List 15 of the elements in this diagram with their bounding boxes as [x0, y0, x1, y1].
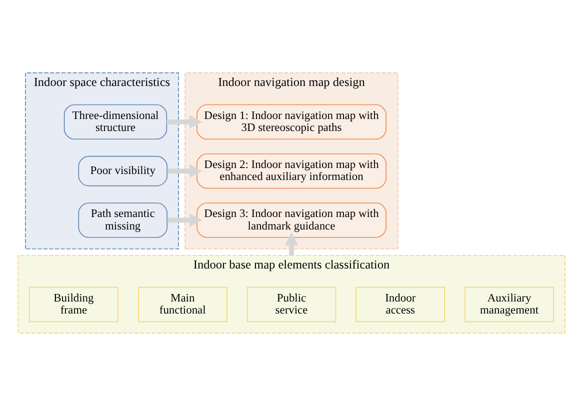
node-box: Design 3: Indoor navigation map with landmark guidance	[196, 202, 386, 238]
node-box: Auxiliary management	[464, 286, 554, 322]
arrow	[166, 115, 202, 129]
arrow	[284, 232, 298, 256]
node-box: Public service	[246, 286, 336, 322]
arrow	[167, 164, 202, 178]
node-box: Design 1: Indoor navigation map with 3D stereoscopic paths	[196, 104, 386, 140]
arrow	[167, 214, 202, 227]
node-box: Path semantic missing	[78, 202, 168, 238]
node-box: Poor visibility	[78, 156, 168, 186]
node-box: Design 2: Indoor navigation map with enhanced auxiliary information	[196, 153, 386, 189]
node-box: Three-dimensional structure	[64, 104, 168, 140]
node-box: Main functional	[138, 286, 228, 322]
node-box: Indoor access	[356, 286, 446, 322]
node-box: Building frame	[29, 286, 118, 322]
